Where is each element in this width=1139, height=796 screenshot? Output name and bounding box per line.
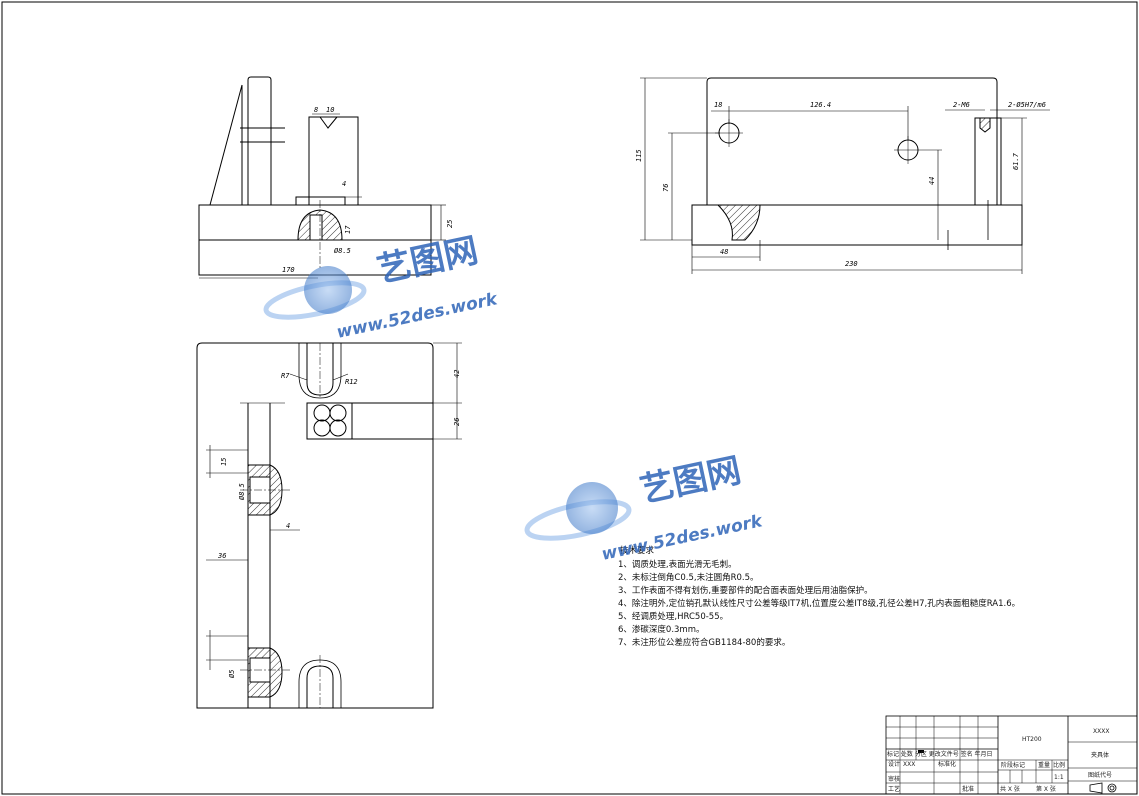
top-view [196, 342, 462, 709]
note-item-6: 6、渗碳深度0.3mm。 [618, 624, 705, 635]
globe-logo-icon [304, 266, 352, 314]
tb-material: HT200 [1022, 736, 1042, 743]
tb-drawing-no: XXXX [1093, 728, 1109, 735]
front-dim-5: 25 [446, 220, 454, 228]
front-dim-1: 8 [314, 106, 318, 114]
tb-process: 工艺 [888, 785, 900, 793]
front-dim-4: 17 [344, 225, 352, 234]
tb-header-row: 标记 处数 分区 更改文件号 签名 年月日 [887, 750, 993, 758]
watermark-upper: 艺图网 www.52des.work [263, 230, 501, 343]
note-item-4: 4、除注明外,定位销孔默认线性尺寸公差等级IT7机,位置度公差IT8级,孔径公差… [618, 598, 1020, 609]
front-dim-7: 170 [282, 266, 295, 274]
top-dim-3: 15 [220, 458, 228, 466]
top-dim-7: Ø5 [228, 670, 236, 678]
tb-design-label: 设计 [888, 760, 900, 768]
tb-code: 图纸代号 [1088, 771, 1112, 779]
technical-notes: 技术要求 1、调质处理,表面光滑无毛刺。 2、未标注倒角C0.5,未注圆角R0.… [618, 545, 1020, 648]
front-dim-6: Ø8.5 [334, 247, 351, 255]
tb-sheet-no: 第 X 张 [1036, 785, 1056, 793]
side-view [640, 77, 1050, 274]
side-dim-7: 44 [928, 177, 936, 185]
top-dim-2: 26 [453, 418, 461, 426]
notes-heading: 技术要求 [620, 545, 655, 556]
note-item-5: 5、经调质处理,HRC50-55。 [618, 611, 728, 622]
top-dim-4: Ø8.5 [238, 483, 246, 500]
note-item-1: 1、调质处理,表面光滑无毛刺。 [618, 559, 737, 570]
title-block-mark [918, 750, 924, 753]
watermark-center: 艺图网 www.52des.work [524, 450, 766, 565]
side-dim-10: 230 [845, 260, 858, 268]
side-dim-3: 2-M6 [953, 101, 970, 109]
note-item-2: 2、未标注倒角C0.5,未注圆角R0.5。 [618, 572, 759, 583]
note-item-3: 3、工作表面不得有划伤,重要部件的配合面表面处理后用油脂保护。 [618, 585, 873, 596]
front-dim-2: 10 [326, 106, 334, 114]
side-dim-8: 61.7 [1012, 152, 1020, 170]
tb-weight: 重量 [1038, 761, 1050, 769]
side-dim-2: 126.4 [810, 101, 831, 109]
tb-designer: XXX [903, 761, 915, 768]
tb-review: 审核 [888, 775, 900, 783]
tb-scale: 1:1 [1054, 774, 1064, 781]
side-dim-4: 2-Ø5H7/m6 [1008, 101, 1046, 109]
top-dim-1: 42 [453, 370, 461, 378]
top-radius-2: R12 [345, 378, 358, 386]
front-dim-3: 4 [342, 180, 346, 188]
tb-sheets-total: 共 X 张 [1000, 785, 1020, 793]
tb-approve: 批准 [962, 785, 974, 793]
top-dim-5: 4 [286, 522, 290, 530]
side-dim-6: 76 [662, 184, 670, 192]
tb-standardization: 标准化 [938, 760, 956, 768]
side-dim-9: 48 [720, 248, 728, 256]
side-dim-1: 18 [714, 101, 722, 109]
tb-scale-label: 比例 [1053, 761, 1065, 769]
watermark-brand-center: 艺图网 [637, 450, 745, 510]
top-radius-1: R7 [281, 372, 290, 380]
tb-part-name: 夹具体 [1091, 751, 1109, 759]
title-block [885, 715, 1138, 795]
note-item-7: 7、未注形位公差应符合GB1184-80的要求。 [618, 637, 790, 648]
globe-logo-icon [566, 482, 618, 534]
side-dim-5: 115 [635, 149, 643, 162]
top-dim-6: 36 [217, 552, 226, 560]
tb-stage-mark: 阶段标记 [1001, 761, 1025, 769]
front-view [198, 76, 446, 279]
